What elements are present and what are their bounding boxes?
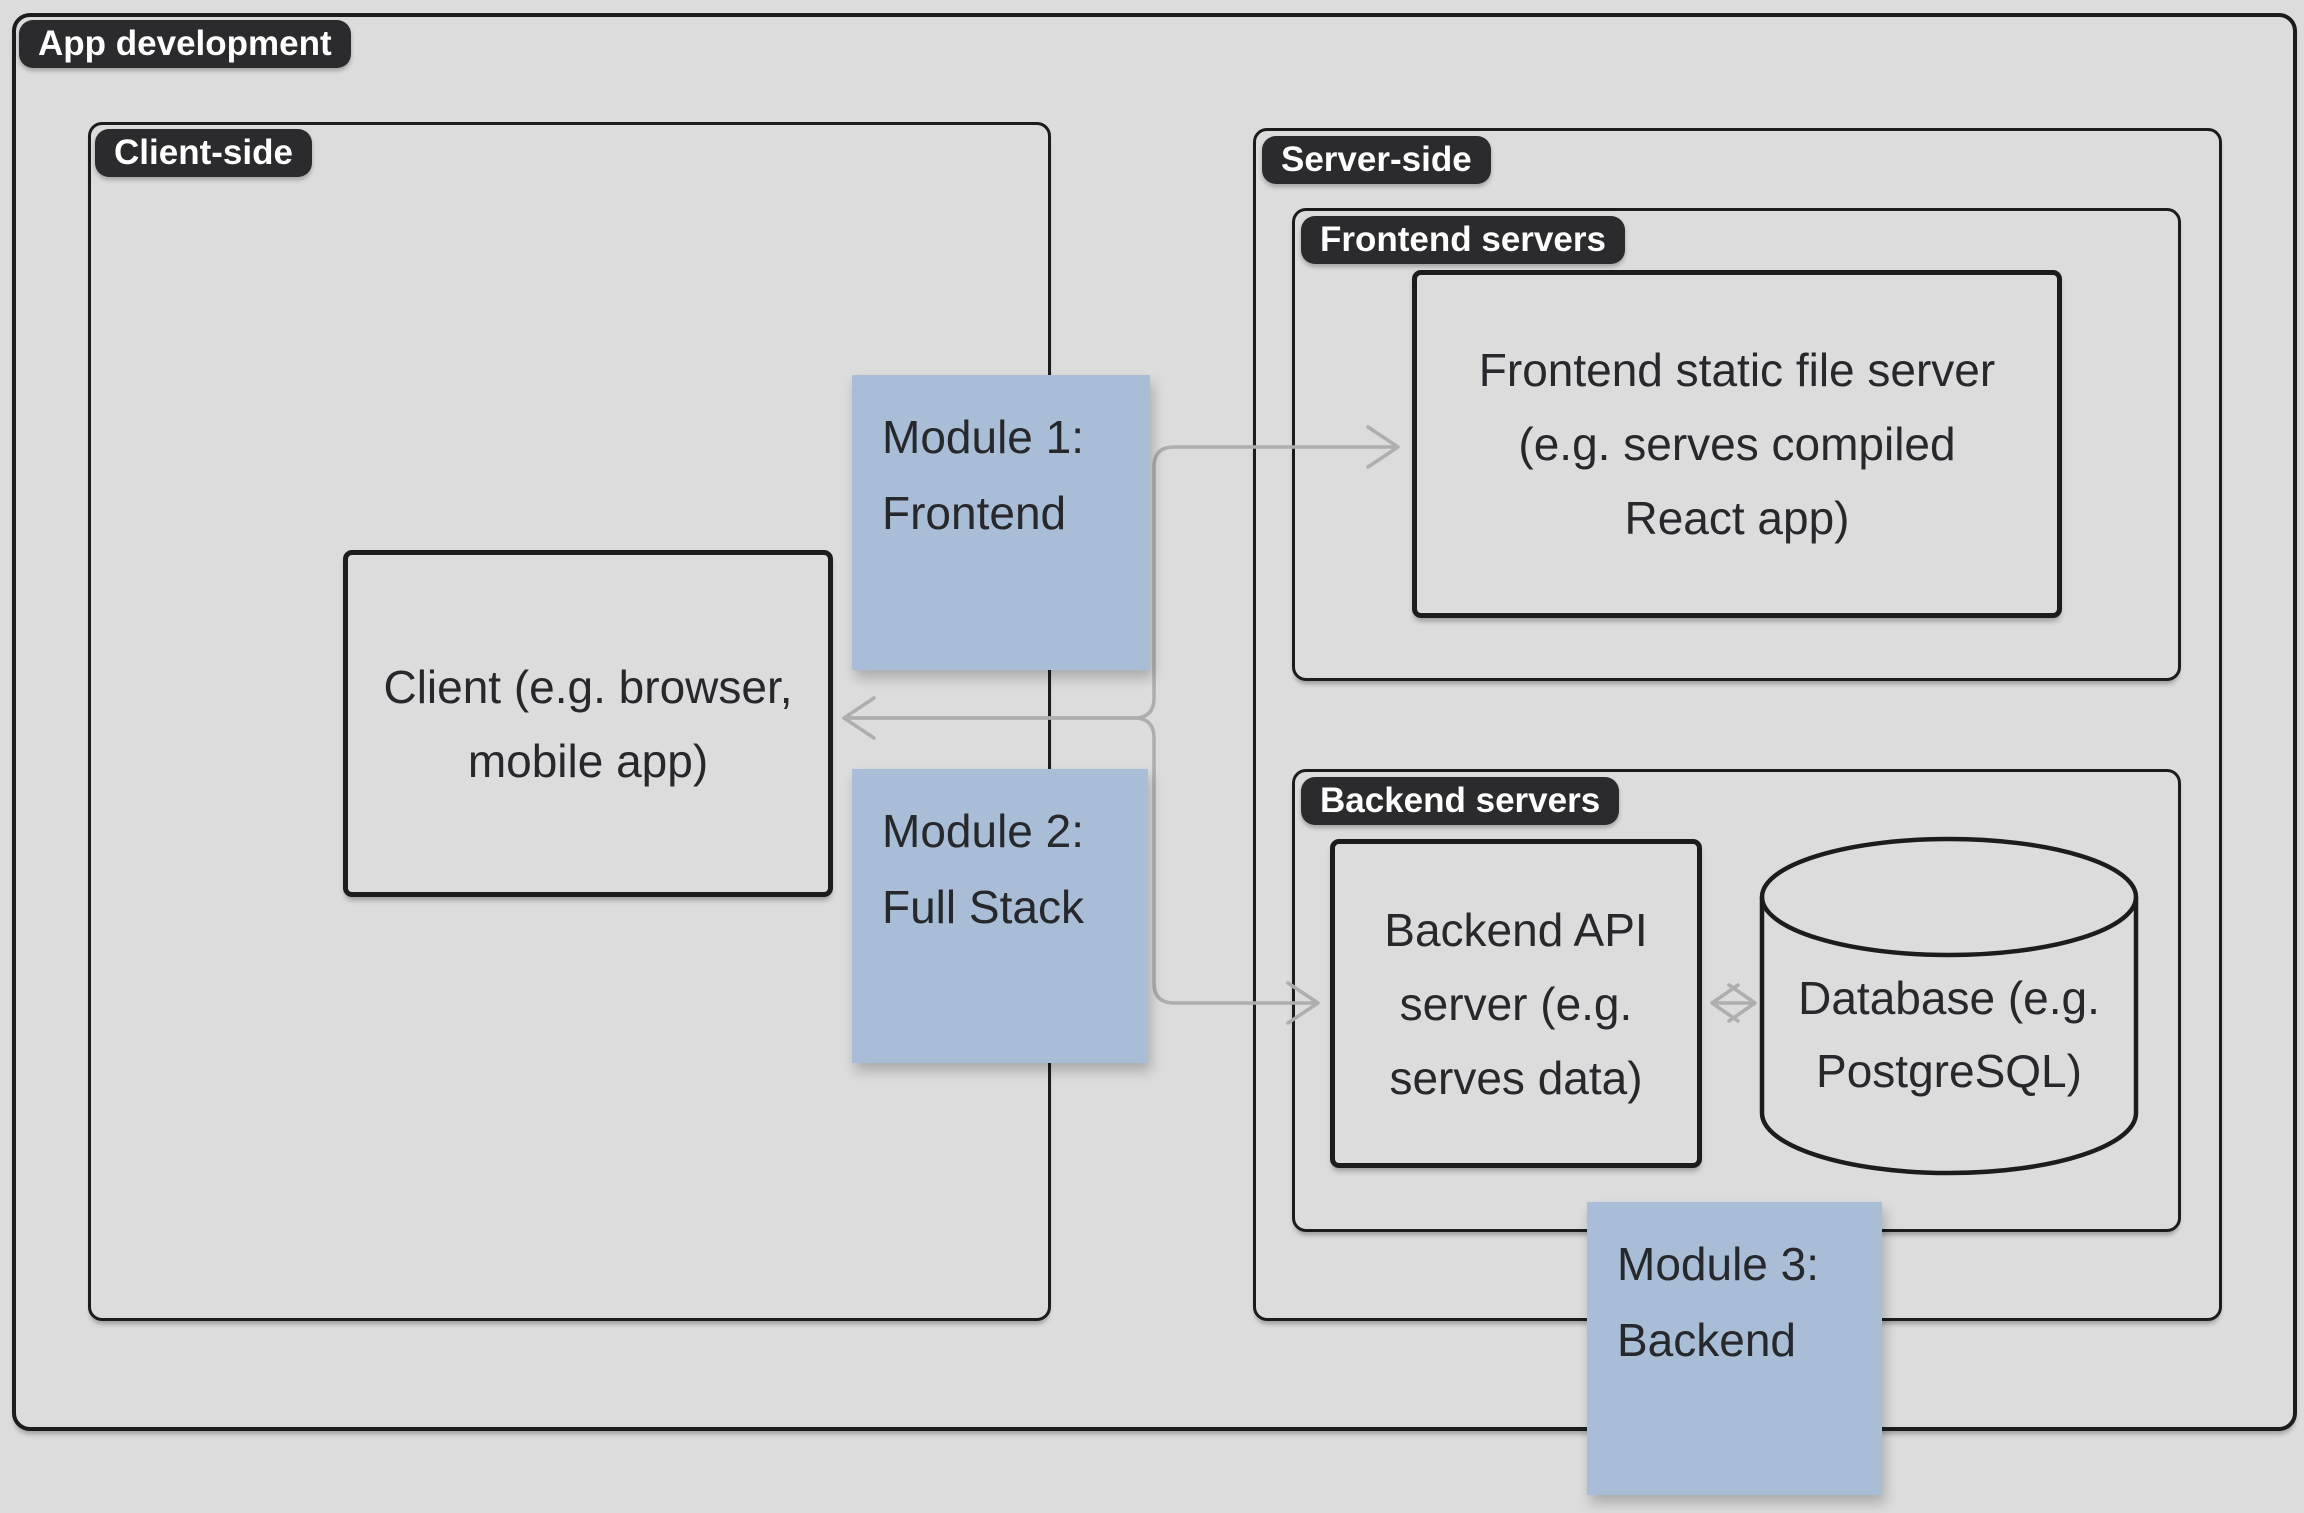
- sticky-note-module-2: Module 2: Full Stack: [852, 769, 1148, 1063]
- backend-server-label: Backend API: [1384, 903, 1648, 956]
- app-development-badge: App development: [19, 20, 351, 68]
- frontend-server-label: React app): [1624, 492, 1850, 544]
- server-side-badge: Server-side: [1262, 136, 1491, 184]
- sticky-note-text: Module 2:: [882, 805, 1085, 857]
- frontend-server-node: Frontend static file server (e.g. serves…: [1412, 270, 2062, 618]
- client-side-badge: Client-side: [95, 129, 312, 177]
- database-node-label: Database (e.g. PostgreSQL): [1762, 893, 2136, 1177]
- database-label: PostgreSQL): [1816, 1045, 2082, 1097]
- backend-server-node: Backend API server (e.g. serves data): [1330, 839, 1702, 1168]
- database-label: Database (e.g.: [1798, 972, 2100, 1024]
- sticky-note-text: Module 3:: [1617, 1238, 1820, 1290]
- backend-server-label: server (e.g.: [1399, 977, 1633, 1030]
- frontend-servers-group: [1292, 208, 2181, 681]
- client-node-label: Client (e.g. browser,: [383, 660, 793, 713]
- frontend-servers-badge: Frontend servers: [1301, 216, 1625, 264]
- frontend-server-label: (e.g. serves compiled: [1518, 418, 1956, 470]
- backend-servers-badge: Backend servers: [1301, 777, 1620, 825]
- sticky-note-module-3: Module 3: Backend: [1587, 1202, 1882, 1495]
- client-node-label: mobile app): [467, 734, 709, 787]
- sticky-note-module-1: Module 1: Frontend: [852, 375, 1150, 670]
- frontend-server-label: Frontend static file server: [1478, 344, 1996, 396]
- client-node: Client (e.g. browser, mobile app): [343, 550, 833, 897]
- app-development-group: [12, 13, 2297, 1431]
- sticky-note-text: Module 1:: [882, 411, 1085, 463]
- sticky-note-text: Backend: [1617, 1314, 1797, 1366]
- backend-server-label: serves data): [1389, 1051, 1643, 1104]
- sticky-note-text: Full Stack: [882, 881, 1084, 933]
- sticky-note-text: Frontend: [882, 487, 1067, 539]
